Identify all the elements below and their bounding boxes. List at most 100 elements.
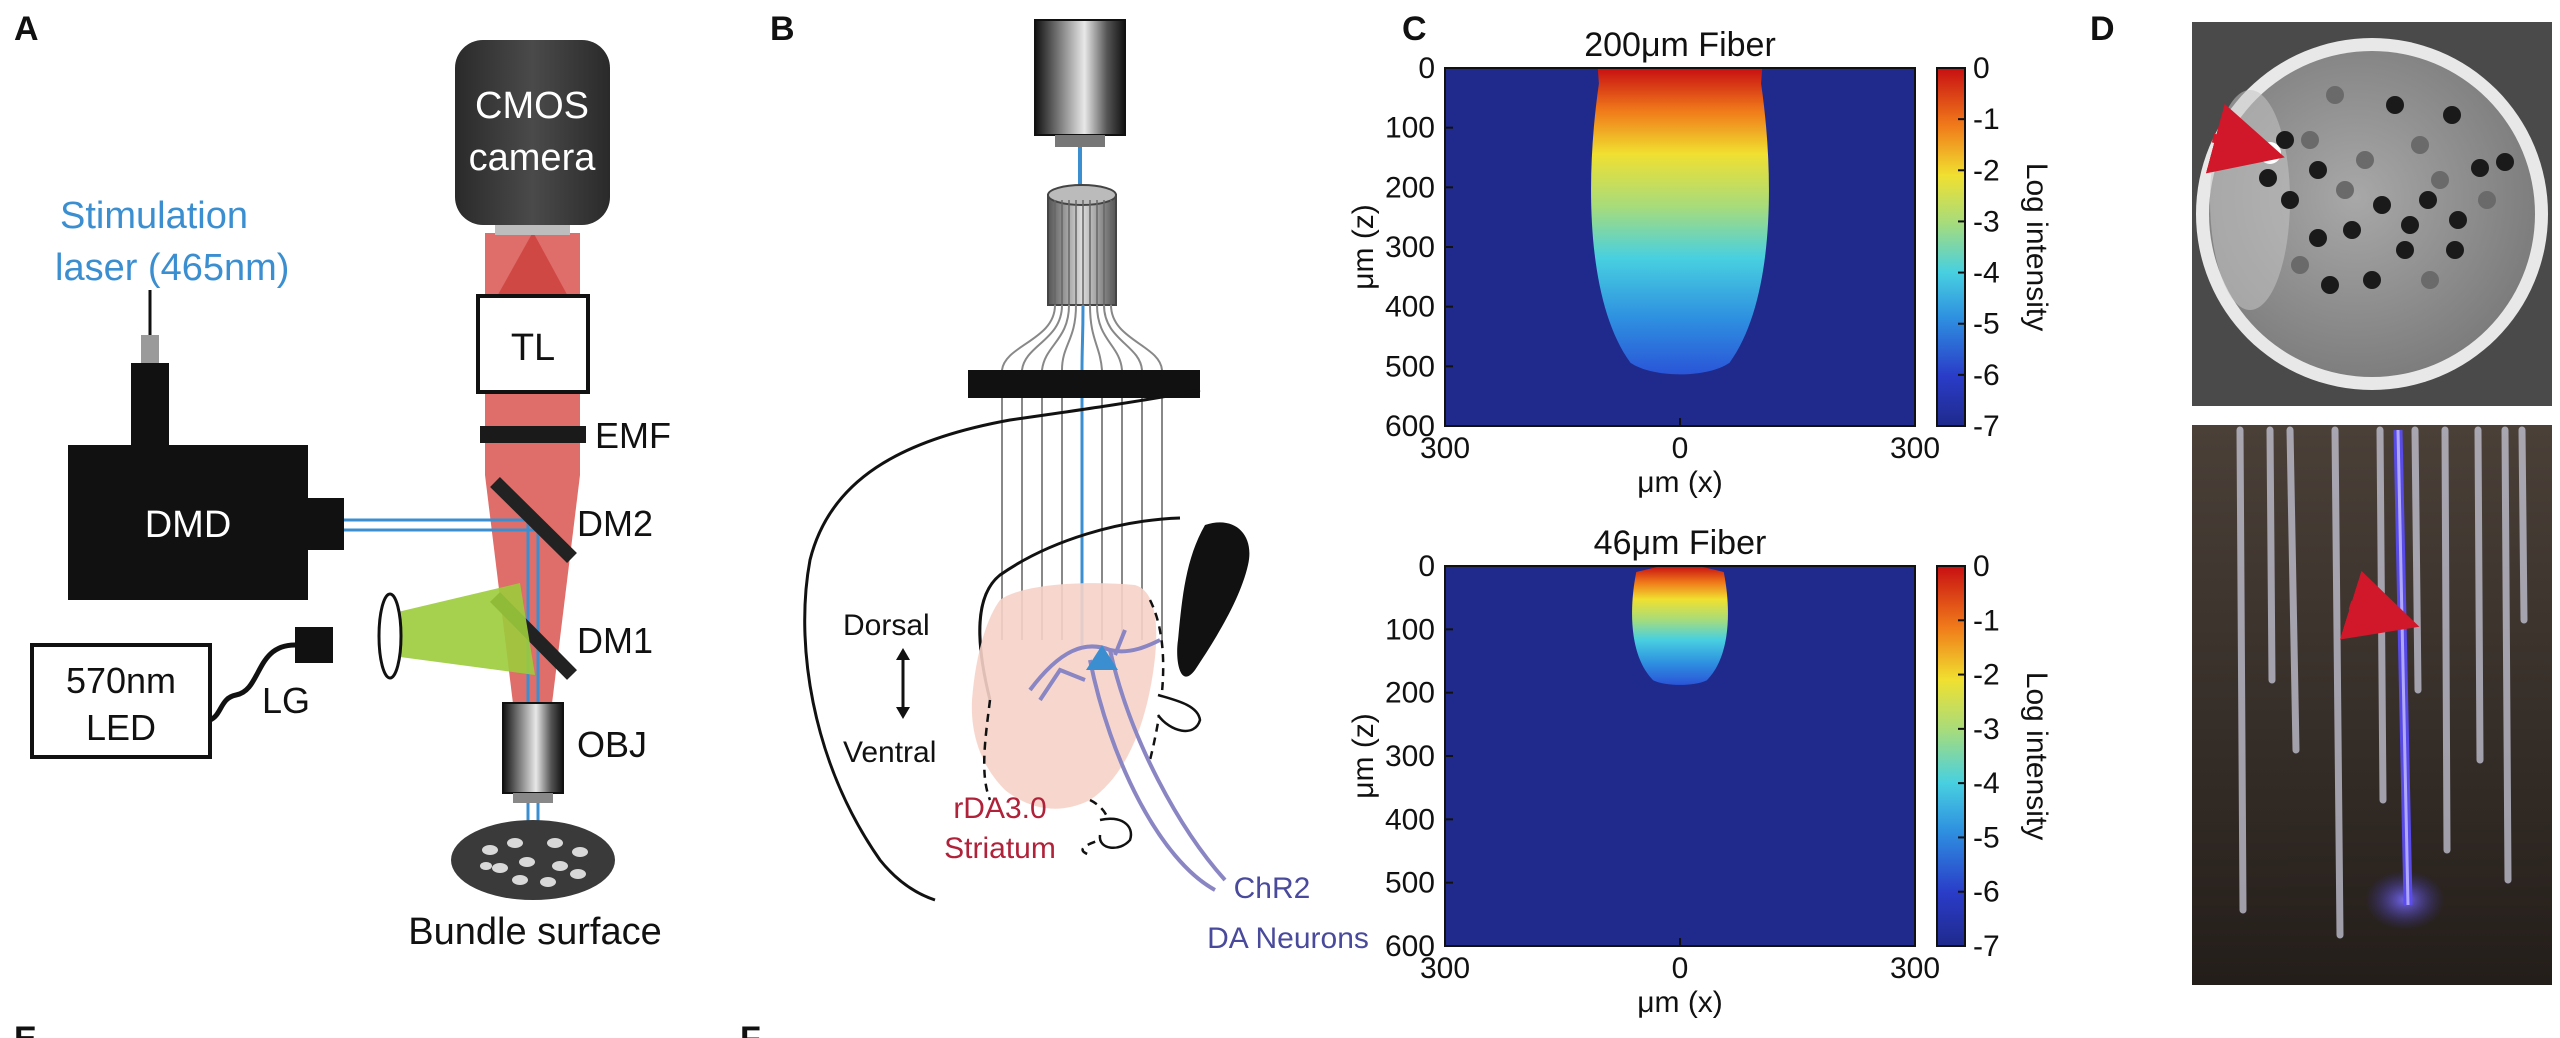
colorbar-tick-label: -6 bbox=[1973, 876, 2000, 909]
colorbar-tick-label: -2 bbox=[1973, 659, 2000, 692]
x-tick-label: 300 bbox=[1420, 432, 1470, 465]
tube-lens-label: TL bbox=[511, 327, 555, 369]
colorbar-tick-label: 0 bbox=[1973, 550, 1990, 583]
x-tick-label: 0 bbox=[1672, 952, 1689, 985]
b-objective bbox=[1034, 19, 1126, 136]
chr2-label-1: ChR2 bbox=[1234, 872, 1311, 905]
panel-letter-e: E bbox=[14, 1020, 37, 1038]
b-ventricle bbox=[1177, 522, 1250, 677]
cmos-camera-mount bbox=[495, 225, 570, 235]
b-bundle-tube bbox=[1047, 194, 1117, 306]
colorbar-tick-label: -1 bbox=[1973, 604, 2000, 637]
colorbar-label: Log intensity bbox=[2020, 672, 2053, 840]
colorbar-tick-label: -4 bbox=[1973, 767, 2000, 800]
y-tick-label: 500 bbox=[1385, 867, 1435, 900]
d-photo-bundle-face bbox=[2192, 22, 2552, 406]
dv-arrow-up bbox=[896, 648, 910, 660]
b-bundle-top bbox=[1047, 184, 1117, 206]
colorbar-tick-label: -1 bbox=[1973, 103, 2000, 136]
dichroic-dm2 bbox=[490, 477, 577, 563]
chr2-label-2: DA Neurons bbox=[1207, 922, 1369, 955]
y-tick-label: 400 bbox=[1385, 291, 1435, 324]
stim-laser-label-2: laser (465nm) bbox=[55, 247, 289, 289]
objective bbox=[502, 702, 564, 794]
y-axis-label: μm (z) bbox=[1347, 204, 1380, 290]
y-tick-label: 600 bbox=[1385, 410, 1435, 443]
cmos-label-2: camera bbox=[469, 137, 597, 179]
b-neuron-projections bbox=[1028, 629, 1227, 892]
led-label-2: LED bbox=[86, 707, 156, 748]
cmos-label-1: CMOS bbox=[475, 85, 589, 127]
b-ventricle-lower bbox=[1156, 693, 1202, 733]
y-tick-label: 400 bbox=[1385, 803, 1435, 836]
y-axis-label: μm (z) bbox=[1347, 713, 1380, 799]
y-tick-label: 300 bbox=[1385, 231, 1435, 264]
panel-a: A CMOS camera TL EMF Stimulation laser (… bbox=[14, 10, 671, 953]
b-striatum bbox=[971, 583, 1157, 809]
emission-cone bbox=[495, 232, 570, 300]
colorbar-tick-label: -6 bbox=[1973, 359, 2000, 392]
ventral-label: Ventral bbox=[843, 736, 936, 769]
light-guide bbox=[208, 642, 296, 723]
dorsal-label: Dorsal bbox=[843, 609, 930, 642]
panel-letter-a: A bbox=[14, 10, 39, 48]
rda-label-2: Striatum bbox=[944, 832, 1056, 865]
led-label-1: 570nm bbox=[66, 660, 176, 701]
bundle-surface-holes bbox=[480, 838, 588, 887]
panel-b: B bbox=[770, 10, 1369, 955]
y-tick-label: 200 bbox=[1385, 171, 1435, 204]
x-axis-label: μm (x) bbox=[1637, 466, 1723, 499]
laser-head bbox=[131, 363, 169, 448]
stim-laser-label-1: Stimulation bbox=[60, 195, 248, 237]
dmd-label: DMD bbox=[145, 504, 232, 546]
y-tick-label: 0 bbox=[1418, 52, 1435, 85]
y-tick-label: 500 bbox=[1385, 350, 1435, 383]
b-fibers bbox=[1001, 304, 1163, 640]
light-guide-end bbox=[295, 627, 333, 663]
x-tick-label: 300 bbox=[1420, 952, 1470, 985]
b-objective-tip bbox=[1055, 135, 1105, 147]
b-bundle-strands bbox=[1054, 200, 1112, 305]
b-stim-fiber bbox=[1080, 304, 1085, 645]
panel-d: D bbox=[2090, 10, 2552, 985]
dmd-port bbox=[306, 498, 344, 550]
dv-arrow-down bbox=[896, 707, 910, 719]
excitation-beam bbox=[385, 583, 535, 675]
obj-label: OBJ bbox=[577, 724, 647, 765]
colorbar-tick-label: -5 bbox=[1973, 821, 2000, 854]
stimulation-beam bbox=[344, 518, 540, 870]
heatmap-title: 46μm Fiber bbox=[1594, 524, 1767, 562]
dm1-label: DM1 bbox=[577, 620, 653, 661]
colorbar-label: Log intensity bbox=[2020, 163, 2053, 331]
colorbar-tick-label: -3 bbox=[1973, 205, 2000, 238]
colorbar-tick-label: -7 bbox=[1973, 410, 2000, 443]
colorbar-tick-label: -7 bbox=[1973, 930, 2000, 963]
d-photo-fibers bbox=[2192, 425, 2552, 985]
tube-lens-box bbox=[476, 294, 590, 394]
colorbar bbox=[1936, 67, 1966, 427]
panel-letter-b: B bbox=[770, 10, 795, 48]
colorbar bbox=[1936, 565, 1966, 947]
y-tick-label: 200 bbox=[1385, 677, 1435, 710]
y-tick-label: 100 bbox=[1385, 112, 1435, 145]
objective-tip bbox=[513, 793, 553, 803]
cmos-camera bbox=[455, 40, 610, 225]
x-axis-label: μm (x) bbox=[1637, 986, 1723, 1019]
y-tick-label: 600 bbox=[1385, 930, 1435, 963]
led-box bbox=[30, 643, 212, 759]
panel-letter-d: D bbox=[2090, 10, 2115, 48]
x-tick-label: 300 bbox=[1890, 432, 1940, 465]
b-cortex-line bbox=[978, 516, 1181, 701]
heatmap-beam-region bbox=[1591, 68, 1769, 375]
dmd-box bbox=[68, 445, 308, 600]
b-stim-target bbox=[1086, 645, 1118, 670]
heatmap-title: 200μm Fiber bbox=[1584, 26, 1776, 64]
b-anterior-commissure bbox=[1098, 817, 1133, 849]
emission-filter bbox=[480, 426, 586, 443]
x-tick-label: 300 bbox=[1890, 952, 1940, 985]
heatmap-beam-region bbox=[1632, 566, 1728, 685]
colorbar-tick-label: -3 bbox=[1973, 713, 2000, 746]
emf-label: EMF bbox=[595, 415, 671, 456]
